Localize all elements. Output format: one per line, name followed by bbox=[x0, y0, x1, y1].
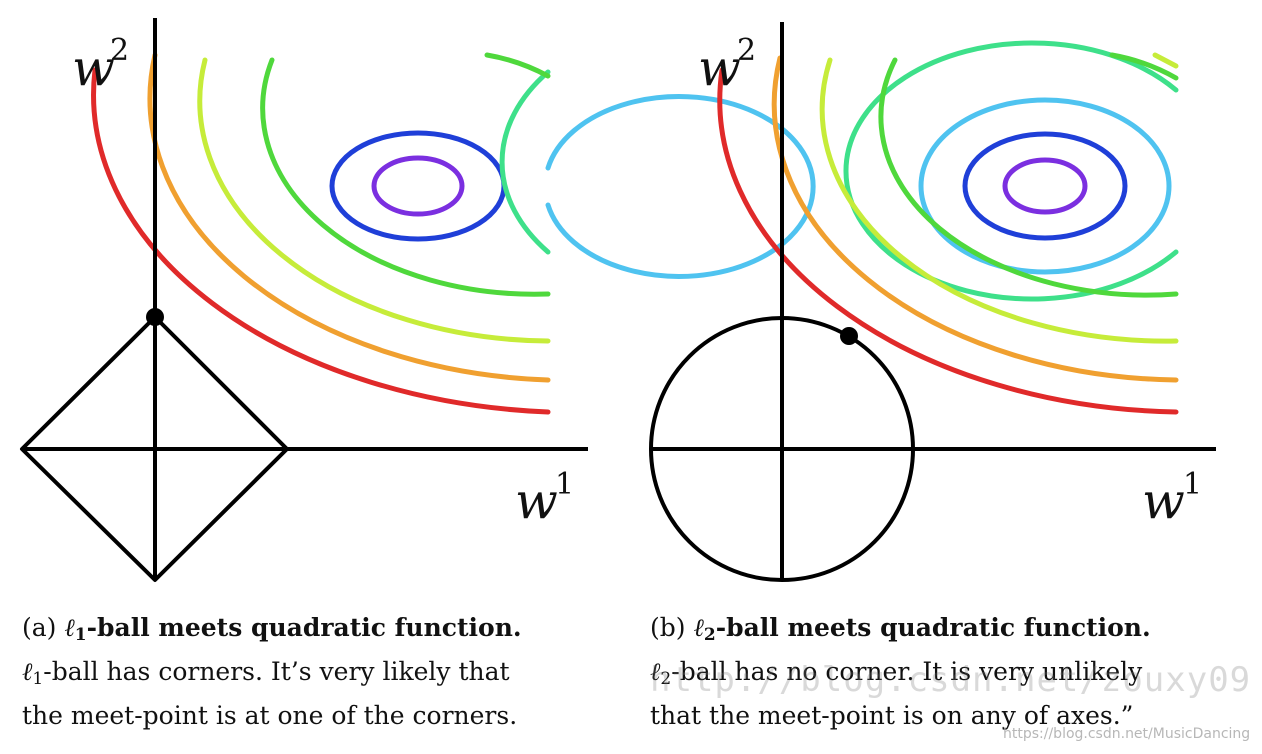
watermark-corner: https://blog.csdn.net/MusicDancing bbox=[1003, 726, 1251, 742]
contour-b-4 bbox=[843, 40, 1179, 302]
l2-ball-circle bbox=[649, 316, 915, 582]
contour-b-6 bbox=[819, 57, 1179, 344]
caption-a-line-2: ℓ1-ball has corners. It’s very likely th… bbox=[22, 650, 522, 694]
contour-b-7 bbox=[771, 55, 1179, 383]
caption-b-line2-rest: -ball has no corner. It is very unlikely bbox=[671, 657, 1143, 686]
x-axis-sup-b: 1 bbox=[1183, 467, 1202, 502]
contour-a-8 bbox=[91, 67, 551, 415]
caption-b-line2-sub: 2 bbox=[660, 669, 672, 689]
caption-a: (a) ℓ1-ball meets quadratic function. ℓ1… bbox=[22, 606, 522, 738]
caption-a-title-rest: -ball meets quadratic function. bbox=[86, 613, 522, 642]
y-axis-label-a: w bbox=[72, 39, 115, 97]
contour-b-top-fragment-2 bbox=[1152, 52, 1179, 69]
contour-lines-b bbox=[717, 40, 1179, 415]
panel-b: w 2 w 1 bbox=[649, 22, 1216, 582]
contour-b-2 bbox=[962, 131, 1128, 241]
caption-b-sub: 2 bbox=[703, 625, 716, 645]
caption-b: (b) ℓ2-ball meets quadratic function. ℓ2… bbox=[650, 606, 1151, 738]
contour-b-8 bbox=[717, 67, 1179, 415]
regularization-figure: w 2 w 1 w 2 w 1 bbox=[20, 18, 1216, 582]
contour-a-2 bbox=[329, 130, 507, 242]
contour-b-top-fragment-1 bbox=[1109, 52, 1179, 81]
meet-point-b bbox=[840, 327, 858, 345]
caption-a-line2-sub: 1 bbox=[32, 669, 44, 689]
contour-a-6 bbox=[197, 57, 551, 344]
caption-b-line-2: ℓ2-ball has no corner. It is very unlike… bbox=[650, 650, 1151, 694]
caption-a-line2-ell: ℓ bbox=[22, 657, 33, 686]
contour-a-3 bbox=[545, 94, 816, 279]
caption-a-sub: 1 bbox=[74, 625, 87, 645]
caption-b-line-3: that the meet-point is on any of axes.” bbox=[650, 701, 1134, 730]
caption-a-ell: ℓ bbox=[64, 613, 75, 642]
caption-b-line2-ell: ℓ bbox=[650, 657, 661, 686]
caption-a-line-1: (a) ℓ1-ball meets quadratic function. bbox=[22, 606, 522, 650]
contour-lines-a bbox=[91, 52, 816, 415]
y-axis-sup-b: 2 bbox=[737, 33, 756, 68]
caption-b-title: ℓ2-ball meets quadratic function. bbox=[693, 613, 1151, 645]
x-axis-label-a: w bbox=[515, 472, 558, 530]
l1-ball-diamond bbox=[20, 315, 289, 582]
contour-b-5 bbox=[878, 57, 1179, 298]
x-axis-label-b: w bbox=[1142, 472, 1185, 530]
caption-a-title: ℓ1-ball meets quadratic function. bbox=[64, 613, 522, 645]
contour-a-4 bbox=[499, 69, 551, 255]
contour-a-7 bbox=[147, 52, 551, 383]
caption-a-line2-rest: -ball has corners. It’s very likely that bbox=[43, 657, 510, 686]
caption-b-ell: ℓ bbox=[693, 613, 704, 642]
caption-b-line-1: (b) ℓ2-ball meets quadratic function. bbox=[650, 606, 1151, 650]
contour-b-3 bbox=[918, 97, 1172, 275]
panel-a: w 2 w 1 bbox=[20, 18, 816, 582]
contour-a-1 bbox=[371, 155, 465, 217]
caption-a-line-3: the meet-point is at one of the corners. bbox=[22, 701, 518, 730]
y-axis-sup-a: 2 bbox=[110, 33, 129, 68]
meet-point-a bbox=[146, 308, 164, 326]
contour-a-5 bbox=[260, 57, 551, 297]
x-axis-sup-a: 1 bbox=[555, 467, 574, 502]
watermark-main: http://blog.csdn.net/zouxy09 bbox=[650, 660, 1252, 700]
contour-a-top-fragment bbox=[484, 52, 551, 79]
caption-a-label: (a) bbox=[22, 613, 57, 642]
caption-b-label: (b) bbox=[650, 613, 686, 642]
caption-b-title-rest: -ball meets quadratic function. bbox=[715, 613, 1151, 642]
y-axis-label-b: w bbox=[698, 39, 741, 97]
contour-b-1 bbox=[1002, 157, 1088, 215]
